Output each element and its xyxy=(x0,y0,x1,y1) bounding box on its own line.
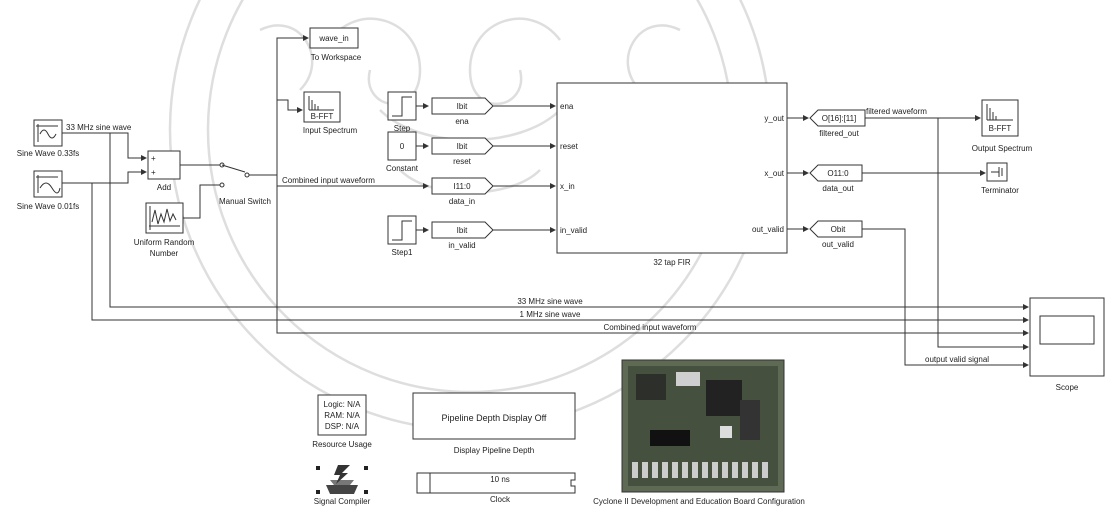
data-in-input-port[interactable]: I11:0 data_in xyxy=(432,178,493,206)
fir-port-y-out: y_out xyxy=(764,114,784,123)
output-spectrum-text: B-FFT xyxy=(989,124,1012,133)
signal-label-scope-33mhz: 33 MHz sine wave xyxy=(517,297,583,306)
constant-block[interactable]: 0 Constant xyxy=(386,132,419,173)
data-in-port-label: data_in xyxy=(449,197,475,206)
in-valid-port-type: Ibit xyxy=(457,226,468,235)
reset-port-label: reset xyxy=(453,157,472,166)
board-label: Cyclone II Development and Education Boa… xyxy=(593,497,805,506)
filtered-out-port-type: O[16]:[11] xyxy=(822,114,857,123)
fir-port-x-out: x_out xyxy=(764,169,784,178)
add-label: Add xyxy=(157,183,171,192)
sine-wave-001fs-block[interactable]: Sine Wave 0.01fs xyxy=(17,171,79,211)
scope-label: Scope xyxy=(1056,383,1079,392)
reset-port-type: Ibit xyxy=(457,142,468,151)
ena-port-type: Ibit xyxy=(457,102,468,111)
to-workspace-text: wave_in xyxy=(318,34,348,43)
signal-label-filtered: filtered waveform xyxy=(866,107,927,116)
output-spectrum-label: Output Spectrum xyxy=(972,144,1033,153)
manual-switch-block[interactable]: Manual Switch xyxy=(219,197,271,206)
data-in-port-type: I11:0 xyxy=(453,182,471,191)
filtered-out-output-port[interactable]: O[16]:[11] filtered_out xyxy=(810,110,865,138)
data-out-output-port[interactable]: O11:0 data_out xyxy=(810,165,862,193)
add-plus-1: + xyxy=(151,154,156,163)
signal-label-33mhz: 33 MHz sine wave xyxy=(66,123,132,132)
step-block[interactable]: Step xyxy=(388,92,416,133)
to-workspace-block[interactable]: wave_in To Workspace xyxy=(310,28,362,62)
fir-port-reset: reset xyxy=(560,142,579,151)
out-valid-port-type: Obit xyxy=(831,225,846,234)
input-spectrum-block[interactable]: B-FFT Input Spectrum xyxy=(303,92,358,135)
resource-usage-label: Resource Usage xyxy=(312,440,372,449)
signal-label-combined: Combined input waveform xyxy=(282,176,375,185)
signal-compiler-block[interactable]: Signal Compiler xyxy=(314,465,371,506)
fir-label: 32 tap FIR xyxy=(653,258,691,267)
in-valid-input-port[interactable]: Ibit in_valid xyxy=(432,222,493,250)
fir-port-ena: ena xyxy=(560,102,574,111)
out-valid-port-label: out_valid xyxy=(822,240,854,249)
resource-logic: Logic: N/A xyxy=(324,400,362,409)
input-spectrum-text: B-FFT xyxy=(311,112,334,121)
input-spectrum-label: Input Spectrum xyxy=(303,126,358,135)
constant-value: 0 xyxy=(400,142,405,151)
output-spectrum-block[interactable]: B-FFT Output Spectrum xyxy=(972,100,1033,153)
signal-compiler-label: Signal Compiler xyxy=(314,497,371,506)
out-valid-output-port[interactable]: Obit out_valid xyxy=(810,221,862,249)
step1-label: Step1 xyxy=(392,248,413,257)
in-valid-port-label: in_valid xyxy=(448,241,475,250)
resource-ram: RAM: N/A xyxy=(324,411,360,420)
fir-port-out-valid: out_valid xyxy=(752,225,784,234)
signal-label-out-valid: output valid signal xyxy=(925,355,989,364)
constant-label: Constant xyxy=(386,164,419,173)
pipeline-depth-label: Display Pipeline Depth xyxy=(454,446,535,455)
pipeline-depth-text: Pipeline Depth Display Off xyxy=(442,413,547,423)
data-out-port-label: data_out xyxy=(822,184,854,193)
scope-screen-icon xyxy=(1040,316,1094,344)
uniform-label-1: Uniform Random xyxy=(134,238,195,247)
step1-block[interactable]: Step1 xyxy=(388,216,416,257)
scope-block[interactable]: Scope xyxy=(1030,298,1104,392)
terminator-block[interactable]: Terminator xyxy=(981,163,1019,195)
manual-switch-label: Manual Switch xyxy=(219,197,271,206)
reset-input-port[interactable]: Ibit reset xyxy=(432,138,493,166)
resource-usage-block[interactable]: Logic: N/A RAM: N/A DSP: N/A Resource Us… xyxy=(312,395,372,449)
ena-port-label: ena xyxy=(455,117,469,126)
cyclone-ii-board-block[interactable]: Cyclone II Development and Education Boa… xyxy=(593,360,805,506)
fir-subsystem-block[interactable]: ena reset x_in in_valid y_out x_out out_… xyxy=(557,83,787,267)
fir-port-in-valid: in_valid xyxy=(560,226,587,235)
uniform-label-2: Number xyxy=(150,249,179,258)
add-plus-2: + xyxy=(151,168,156,177)
display-pipeline-depth-block[interactable]: Pipeline Depth Display Off Display Pipel… xyxy=(413,393,575,455)
signal-label-scope-1mhz: 1 MHz sine wave xyxy=(520,310,581,319)
to-workspace-label: To Workspace xyxy=(311,53,362,62)
signal-compiler-icon xyxy=(326,465,358,494)
clock-block[interactable]: 10 ns Clock xyxy=(417,473,575,504)
uniform-random-number-block[interactable]: Uniform Random Number xyxy=(134,203,195,258)
clock-value: 10 ns xyxy=(490,475,510,484)
resource-dsp: DSP: N/A xyxy=(325,422,360,431)
fir-port-x-in: x_in xyxy=(560,182,575,191)
clock-label: Clock xyxy=(490,495,511,504)
sine-wave-001fs-label: Sine Wave 0.01fs xyxy=(17,202,79,211)
signal-label-scope-combined: Combined input waveform xyxy=(604,323,697,332)
ena-input-port[interactable]: Ibit ena xyxy=(432,98,493,126)
filtered-out-port-label: filtered_out xyxy=(819,129,859,138)
data-out-port-type: O11:0 xyxy=(827,169,849,178)
sine-wave-033fs-label: Sine Wave 0.33fs xyxy=(17,149,79,158)
terminator-label: Terminator xyxy=(981,186,1019,195)
